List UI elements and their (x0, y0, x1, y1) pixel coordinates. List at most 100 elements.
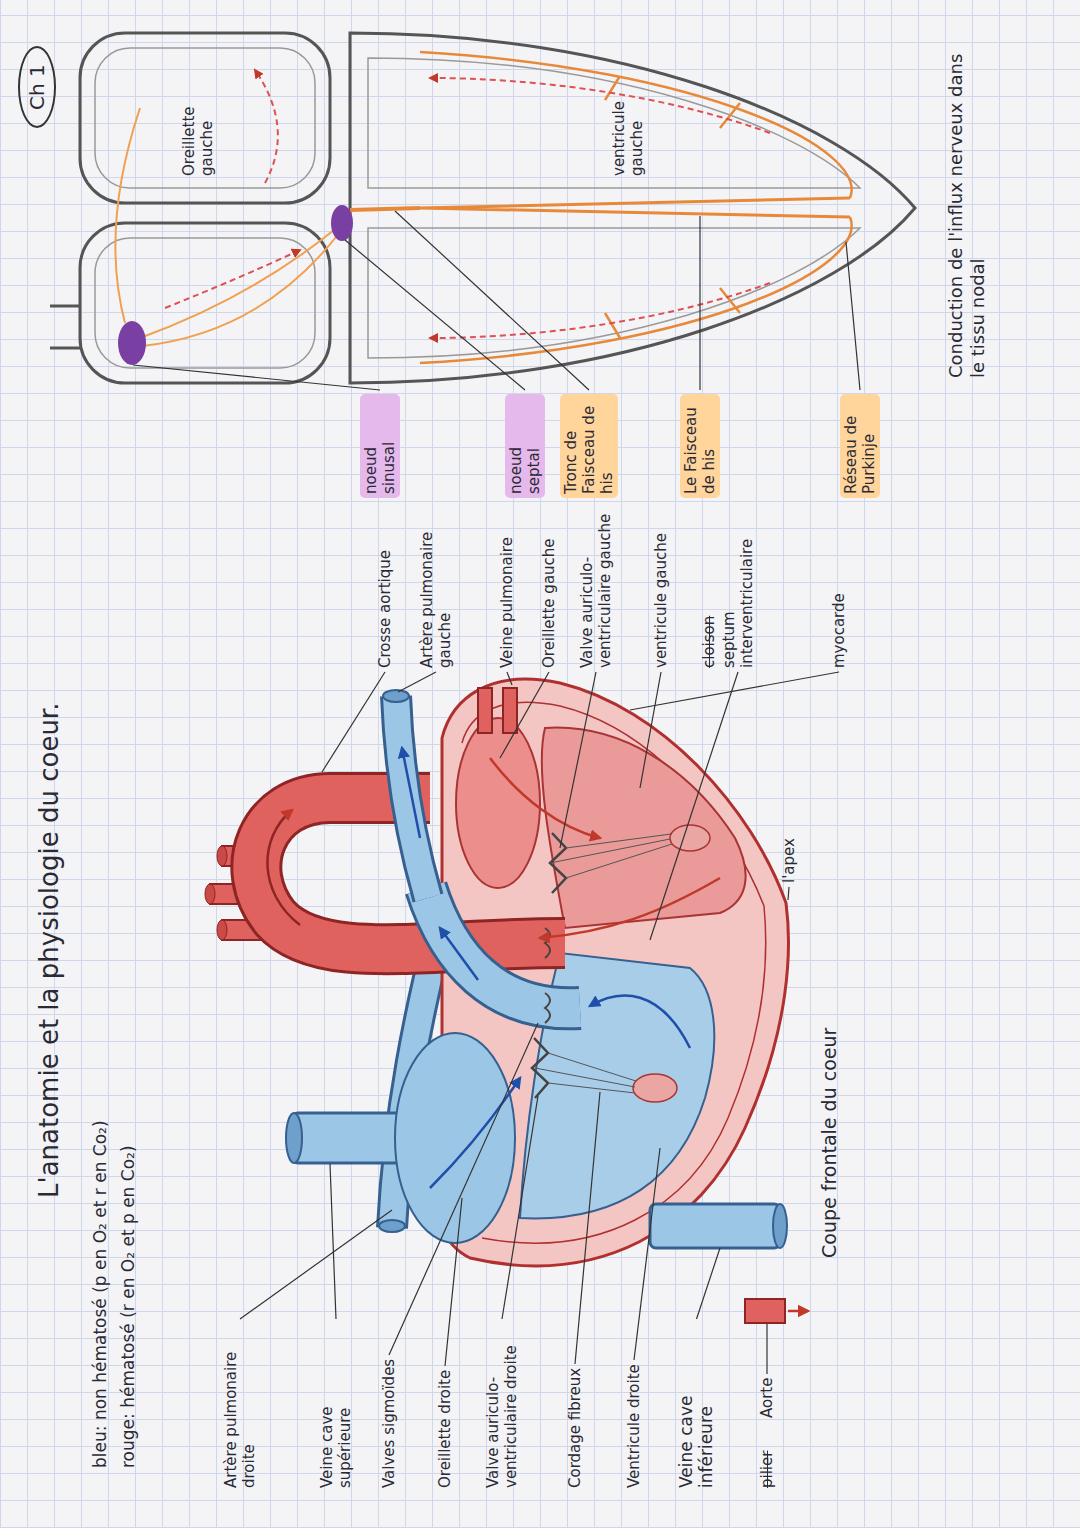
highlight-label: Réseau de Purkinje (840, 394, 880, 498)
leader-line (788, 887, 789, 900)
purkinje-fibers (420, 52, 852, 363)
valve (532, 1038, 548, 1098)
part-label: Ventricule droite (625, 1364, 643, 1488)
chordae (535, 834, 672, 1093)
bundle-of-his (350, 208, 420, 210)
ventricle-outline (368, 228, 860, 358)
part-label: Veine cave supérieure (318, 1323, 354, 1488)
pulmonary-artery (396, 696, 428, 898)
part-label: Artère pulmonaire gauche (418, 503, 454, 668)
ventricle-outline (368, 58, 860, 188)
leader-line (650, 672, 738, 940)
highlight-label: Le Faisceau de his (680, 394, 720, 498)
flow-arrow (402, 748, 420, 838)
leader-line (699, 216, 700, 390)
internodal-path (115, 108, 340, 346)
leader-line (575, 1092, 600, 1364)
pulmonary-vein (478, 688, 492, 733)
part-label: l'apex (780, 838, 798, 883)
leader-line (389, 1023, 538, 1355)
vessel-opening (217, 846, 227, 866)
flow-arrow (267, 810, 300, 925)
leader-line (634, 1148, 660, 1360)
propagation-arrow (430, 78, 770, 133)
flow-arrow (490, 758, 600, 838)
part-label: Cordage fibreux (566, 1368, 584, 1488)
part-label: bleu: non hématosé (p en O₂ et r en Co₂) (90, 1120, 110, 1468)
bundle-branch (420, 198, 850, 217)
leader-line (560, 672, 596, 848)
leader-line (507, 672, 512, 685)
node-text: Réseau de Purkinje (842, 398, 878, 494)
aorta-stub (745, 1299, 785, 1323)
pulmonary-vein (503, 688, 517, 733)
part-label: Valve auriculo-ventriculaire droite (484, 1323, 520, 1488)
leader-line (240, 1210, 392, 1319)
leader-line (345, 240, 525, 390)
leader-line (133, 365, 380, 390)
vessel-opening (773, 1204, 787, 1248)
propagation-arrow (165, 250, 300, 308)
leader-line (630, 672, 839, 710)
highlight-label: Tronc de Faisceau de his (560, 394, 618, 498)
part-label: ventricule gauche (610, 80, 646, 176)
node-text: Le Faisceau de his (682, 398, 718, 494)
part-label: Oreillette gauche (540, 538, 558, 668)
part-label: septum interventriculaire (720, 503, 756, 668)
leader-line (640, 672, 661, 788)
highlight-label: noeud sinusal (360, 394, 400, 498)
part-label: Veine pulmonaire (498, 537, 516, 668)
sinus-node (118, 321, 146, 365)
flow-arrow (440, 928, 478, 980)
vessel-stub (50, 306, 80, 348)
ventricle-outline (350, 33, 915, 383)
leader-line (395, 211, 589, 390)
vessel-opening (205, 884, 215, 904)
septal-node (331, 205, 353, 241)
pulmonary-trunk (426, 888, 580, 1008)
valve (545, 928, 550, 958)
node-text: Ch 1 (25, 64, 49, 110)
pulmonary-artery (396, 696, 428, 898)
part-label: cloison (700, 616, 718, 668)
part-label: Coupe frontale du coeur (818, 1028, 841, 1258)
atrium (456, 718, 540, 888)
vena-cava (650, 1204, 780, 1248)
part-label: Oreillette droite (436, 1370, 454, 1488)
flow-arrow (540, 878, 720, 938)
part-label: Crosse aortique (376, 550, 394, 668)
part-label: Oreillette gauche (180, 80, 216, 176)
propagation-arrow (255, 70, 278, 183)
leader-line (445, 1198, 462, 1366)
leader-line (330, 1164, 336, 1319)
atrium (395, 1033, 515, 1243)
valve (545, 993, 550, 1023)
vessel-opening (383, 690, 409, 702)
atrium-outline (95, 238, 315, 368)
atrium-outline (80, 33, 330, 203)
part-label: Conduction de l'influx nerveux dans le t… (945, 48, 988, 378)
vessel-opening (286, 1113, 302, 1163)
node-text: noeud septal (507, 398, 543, 494)
leader-line (322, 672, 385, 772)
page-title: L'anatomie et la physiologie du coeur. (34, 703, 65, 1198)
chapter-badge: Ch 1 (18, 46, 56, 128)
pulmonary-trunk (426, 888, 580, 1008)
propagation-arrow (430, 283, 770, 338)
part-label: Valve auriculo-ventriculaire gauche (578, 503, 614, 668)
part-label: rouge: hématosé (r en O₂ et p en Co₂) (118, 1145, 138, 1468)
node-text: noeud sinusal (362, 398, 398, 494)
flow-arrow (590, 996, 690, 1048)
part-label: pilier (758, 1451, 776, 1488)
node-text: Tronc de Faisceau de his (562, 398, 616, 494)
part-label: Artère pulmonaire droite (222, 1323, 258, 1488)
leader-line (697, 1248, 721, 1319)
conduction-diagram (50, 33, 915, 383)
leader-line (766, 1324, 767, 1374)
leader-line (846, 242, 860, 390)
part-label: ventricule gauche (652, 533, 670, 668)
vessel-opening (217, 920, 227, 940)
